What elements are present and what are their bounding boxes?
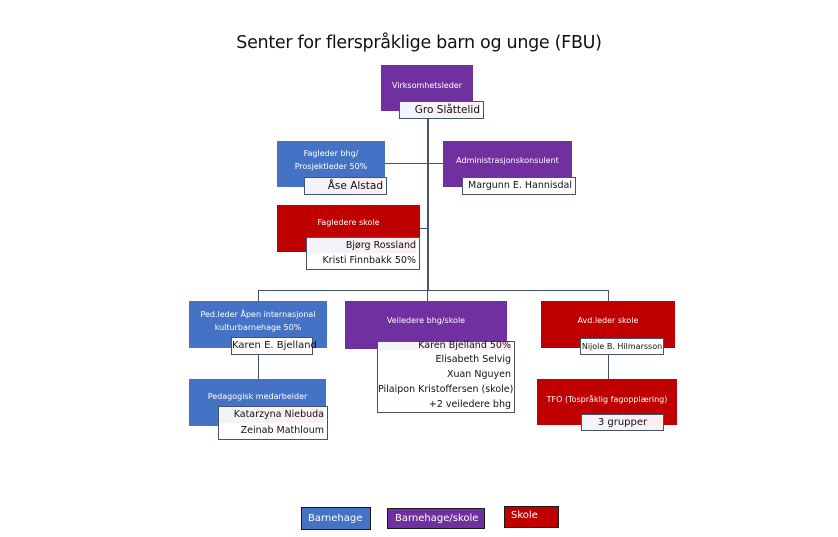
connector-horizontal-bus <box>258 290 609 291</box>
connector-to-ped-leder <box>258 290 259 301</box>
legend-barnehage-skole: Barnehage/skole <box>387 508 485 529</box>
name-box-fagledere-skole: Bjørg Rossland Kristi Finnbakk 50% <box>306 237 420 270</box>
connector-fagledere-skole <box>420 228 428 229</box>
person-name: Karen Bjelland 50% <box>378 341 511 350</box>
name-box-veiledere: Karen Bjelland 50% Elisabeth Selvig Xuan… <box>377 341 515 413</box>
person-name: Margunn E. Hannisdal <box>468 180 572 191</box>
name-box-fagleder-bhg: Åse Alstad <box>304 177 387 195</box>
chart-title: Senter for flerspråklige barn og unge (F… <box>236 33 602 53</box>
legend-skole: Skole <box>504 506 559 528</box>
role-label: TFO (Tospråklig fagopplæring) <box>546 394 668 404</box>
legend-label: Skole <box>511 510 538 521</box>
role-label-line1: Ped.leder Åpen internasjonal <box>200 309 316 319</box>
connector-to-avd-leder <box>608 290 609 301</box>
person-name: 3 grupper <box>582 415 663 430</box>
connector-main-vertical <box>427 118 429 291</box>
person-name: Katarzyna Niebuda <box>219 407 324 423</box>
person-name: Zeinab Mathloum <box>240 425 324 436</box>
role-label: Fagledere skole <box>317 218 380 227</box>
name-box-pedagogisk-medarbeider: Katarzyna Niebuda Zeinab Mathloum <box>218 406 328 440</box>
person-name: Xuan Nguyen <box>446 369 511 380</box>
role-label: Avd.leder skole <box>577 316 639 325</box>
person-name: Karen E. Bjelland <box>232 340 317 351</box>
name-box-virksomhetsleder: Gro Slåttelid <box>399 101 484 119</box>
person-name: Kristi Finnbakk 50% <box>322 255 416 266</box>
connector-to-veiledere <box>427 290 428 301</box>
name-box-administrasjonskonsulent: Margunn E. Hannisdal <box>462 177 576 195</box>
role-label: Administrasjonskonsulent <box>456 155 559 165</box>
role-label: Pedagogisk medarbeider <box>207 392 308 401</box>
connector-fagleder-admin <box>385 163 443 164</box>
legend-label: Barnehage/skole <box>395 513 479 524</box>
connector-avd-leder-tfo <box>608 355 609 379</box>
person-name: Bjørg Rossland <box>307 238 416 253</box>
role-label-line2: kulturbarnehage 50% <box>214 322 302 332</box>
person-name: Gro Slåttelid <box>400 102 480 118</box>
role-label-line1: Fagleder bhg/ <box>303 149 359 158</box>
legend-label: Barnehage <box>308 513 363 524</box>
legend-barnehage: Barnehage <box>301 507 371 530</box>
name-box-tfo: 3 grupper <box>581 414 664 431</box>
name-box-ped-leder: Karen E. Bjelland <box>231 337 317 355</box>
role-label: Virksomhetsleder <box>391 80 463 90</box>
person-name: Pilaipon Kristoffersen (skole) <box>378 384 514 395</box>
person-name: Åse Alstad <box>305 178 383 194</box>
connector-ped-leder-medarbeider <box>258 355 259 379</box>
name-box-avd-leder-skole: Nijole B. Hilmarsson <box>580 338 664 355</box>
role-label: Veiledere bhg/skole <box>386 315 466 325</box>
person-name: Nijole B. Hilmarsson <box>581 342 663 351</box>
person-name: Elisabeth Selvig <box>435 354 512 365</box>
role-label-line2: Prosjektleder 50% <box>294 162 368 171</box>
person-name: +2 veiledere bhg <box>428 399 511 410</box>
